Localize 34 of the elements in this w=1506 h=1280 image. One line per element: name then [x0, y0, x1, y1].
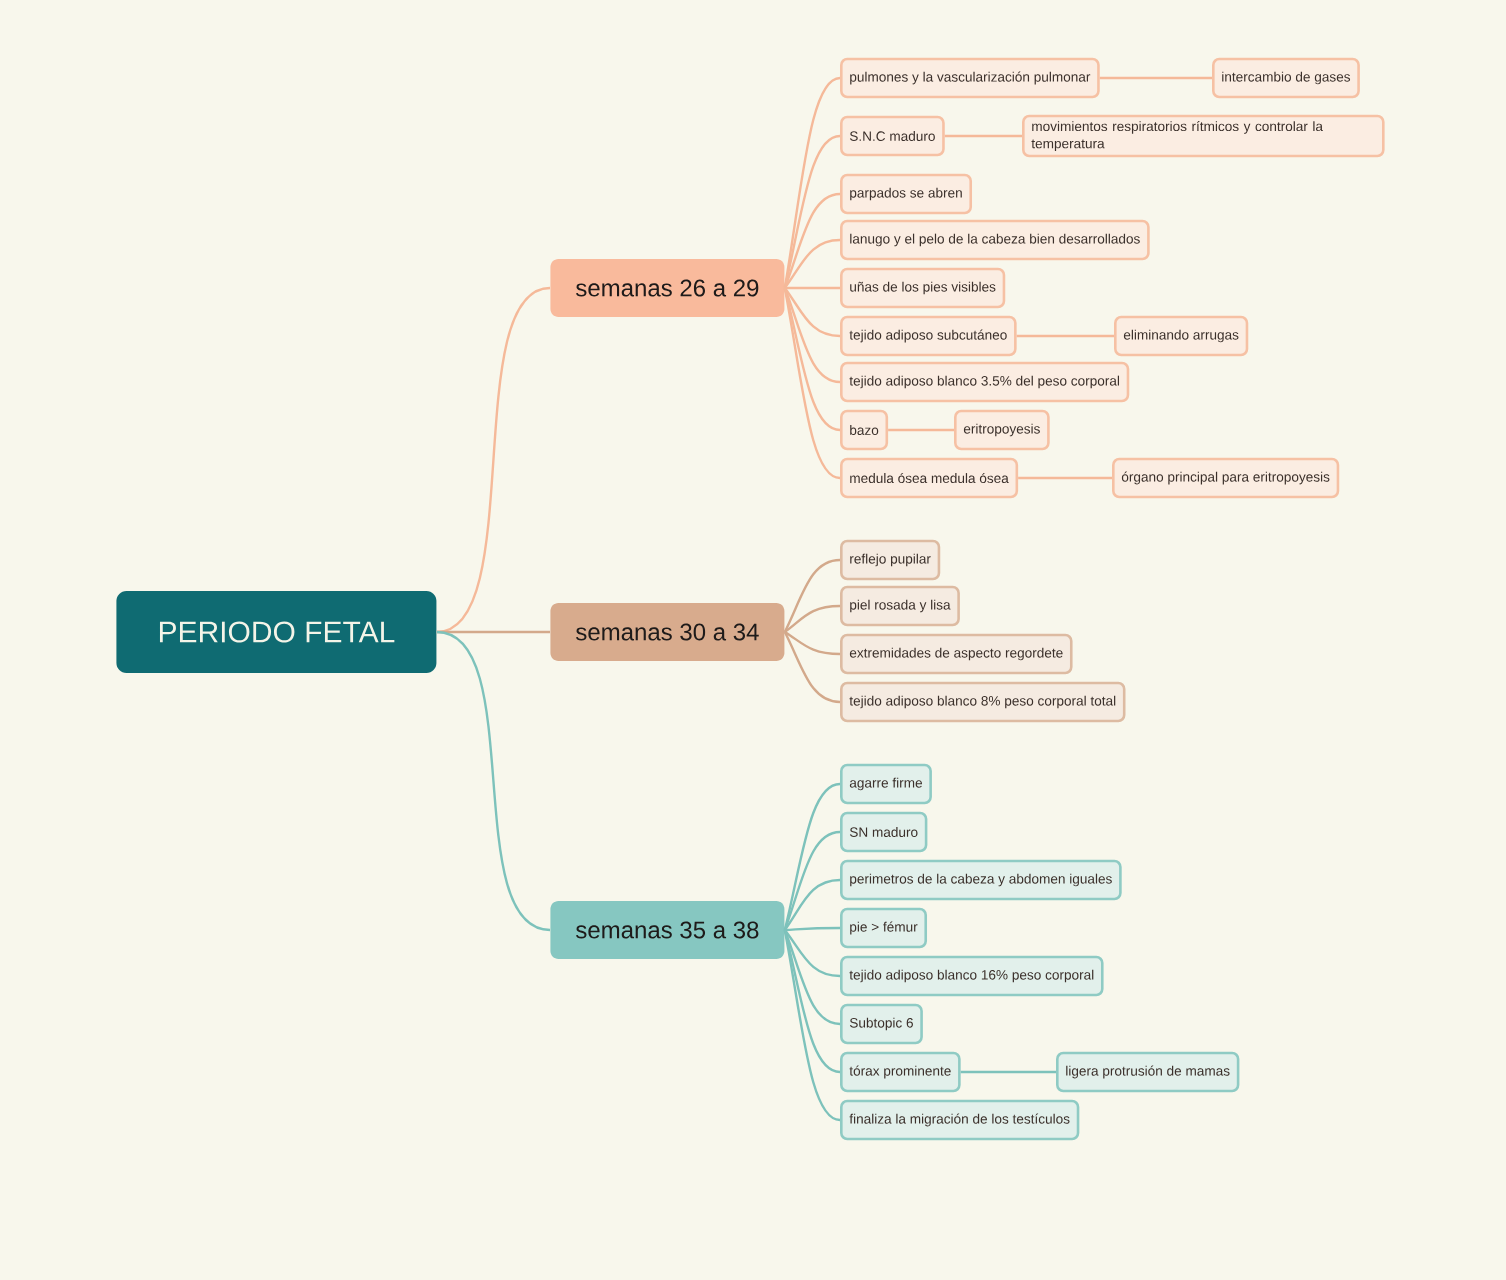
connector-line [783, 631, 841, 704]
connector-line [783, 929, 841, 1074]
connector-line [783, 287, 841, 338]
connector-line [783, 929, 841, 1122]
connector-line [783, 830, 841, 931]
connector-line [783, 287, 841, 480]
connector-line [783, 782, 841, 931]
connector-line [784, 604, 841, 633]
connector-line [783, 287, 841, 384]
topic-box: semanas 26 a 29 [550, 259, 785, 317]
connector-line [783, 558, 841, 633]
connector-line [783, 287, 841, 432]
connector-line [783, 134, 841, 289]
connector-line [784, 630, 841, 656]
main-topic-box: PERIODO FETAL [116, 591, 437, 673]
connector-line [783, 76, 841, 289]
connector-line [1016, 334, 1114, 338]
connector-line [783, 192, 841, 289]
topic-box: semanas 35 a 38 [550, 901, 785, 959]
topic-box: semanas 30 a 34 [550, 603, 785, 661]
connector-line [1099, 76, 1212, 80]
connector-line [784, 286, 840, 290]
connector-line [783, 929, 841, 978]
connector-line [1018, 476, 1112, 480]
connector-line [436, 286, 551, 634]
node-label: semanas 26 a 29 [576, 279, 759, 297]
connector-line [436, 630, 551, 932]
connector-line [783, 878, 841, 931]
connector-line [888, 428, 954, 432]
connector-line [783, 238, 841, 289]
connector-line [960, 1070, 1056, 1074]
connector-line [944, 134, 1022, 138]
connector-line [784, 926, 840, 932]
connector-line [783, 929, 841, 1026]
